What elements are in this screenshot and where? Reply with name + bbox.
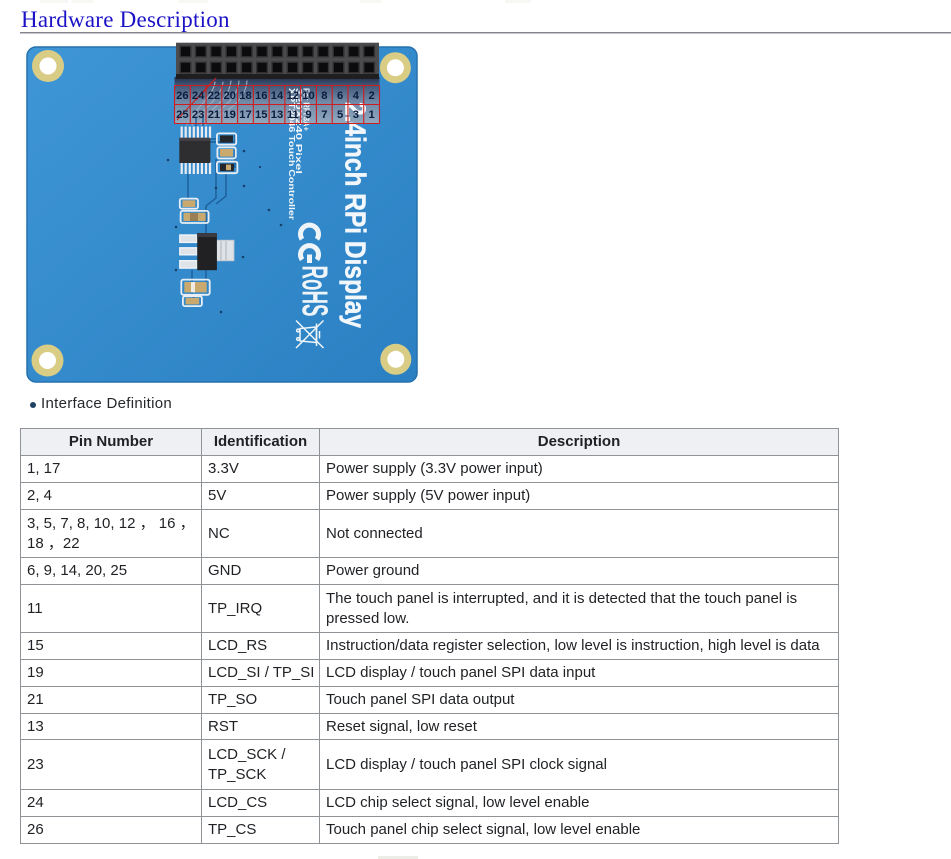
svg-text:7: 7 — [321, 109, 327, 121]
svg-text:5: 5 — [337, 109, 343, 121]
svg-text:21: 21 — [208, 109, 220, 121]
svg-text:4: 4 — [353, 90, 360, 102]
svg-text:17: 17 — [239, 109, 251, 121]
svg-text:14: 14 — [271, 90, 284, 102]
svg-text:20: 20 — [223, 90, 235, 102]
svg-text:320X240 Pixel: 320X240 Pixel — [294, 88, 304, 174]
svg-text:2: 2 — [368, 90, 374, 102]
svg-text:11: 11 — [287, 109, 299, 121]
svg-text:8: 8 — [321, 90, 327, 102]
svg-text:9: 9 — [305, 109, 311, 121]
svg-text:26: 26 — [176, 90, 188, 102]
svg-text:3: 3 — [353, 109, 359, 121]
svg-text:22: 22 — [208, 90, 220, 102]
svg-text:XPT2046 Touch Controller: XPT2046 Touch Controller — [287, 88, 297, 221]
svg-text:RoHS: RoHS — [295, 266, 336, 317]
svg-text:10: 10 — [302, 90, 314, 102]
svg-text:12: 12 — [287, 90, 299, 102]
svg-text:24: 24 — [192, 90, 205, 102]
svg-text:18: 18 — [239, 90, 251, 102]
svg-text:23: 23 — [192, 109, 204, 121]
svg-text:6: 6 — [337, 90, 343, 102]
svg-text:13: 13 — [271, 109, 283, 121]
svg-text:2.4inch RPi Display: 2.4inch RPi Display — [339, 102, 371, 328]
svg-text:For RPi 3A+: For RPi 3A+ — [302, 88, 312, 131]
svg-text:1: 1 — [368, 109, 374, 121]
svg-text:16: 16 — [255, 90, 267, 102]
svg-text:19: 19 — [223, 109, 235, 121]
svg-text:25: 25 — [176, 109, 188, 121]
svg-text:15: 15 — [255, 109, 267, 121]
